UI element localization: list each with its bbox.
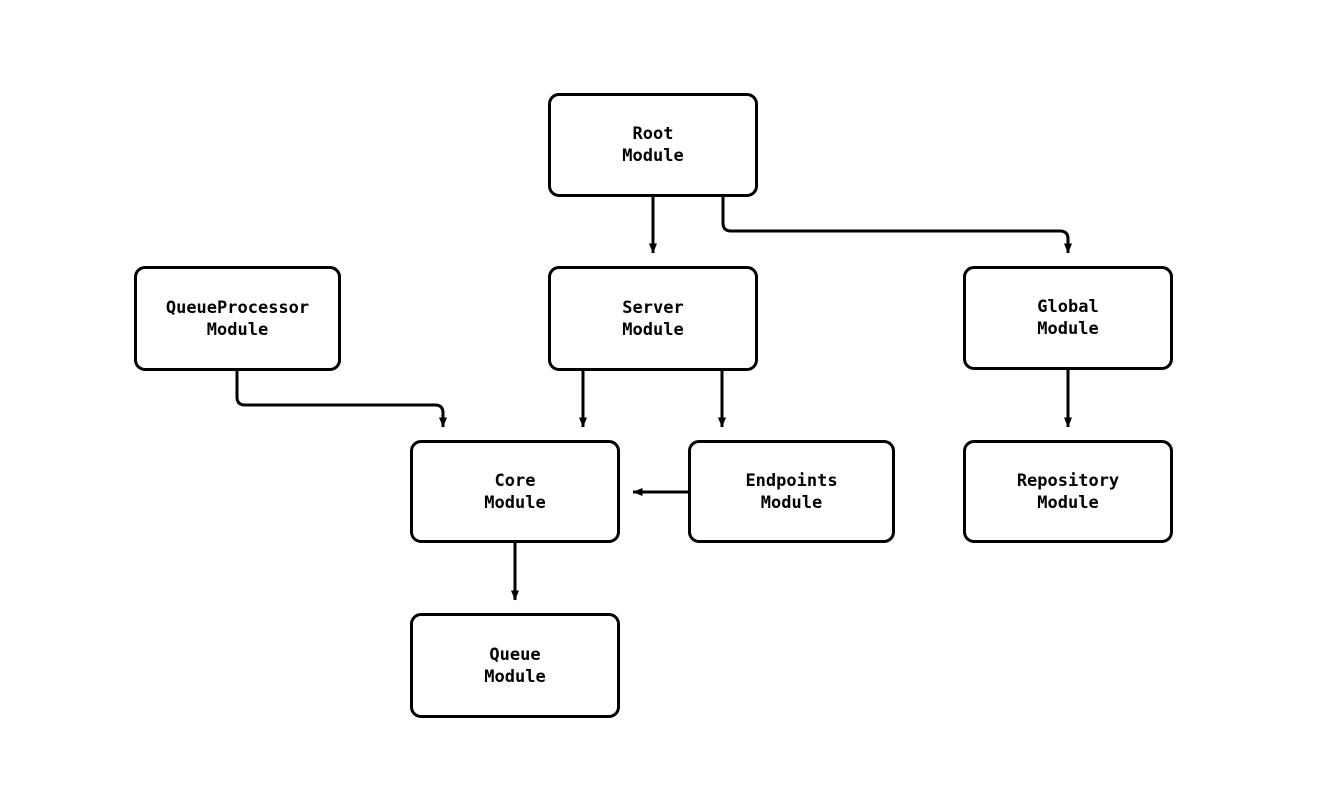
node-queue-module[interactable]: Queue Module [410, 613, 620, 718]
node-root-module-label: Root Module [622, 124, 684, 166]
node-queue-module-label: Queue Module [484, 644, 546, 687]
edge-root-global [721, 197, 1072, 254]
node-root-module[interactable]: Root Module [548, 93, 758, 197]
node-repository-module[interactable]: Repository Module [963, 440, 1173, 543]
node-core-module-label: Core Module [484, 470, 546, 513]
node-server-module[interactable]: Server Module [548, 266, 758, 371]
node-core-module[interactable]: Core Module [410, 440, 620, 543]
node-global-module-label: Global Module [1037, 297, 1099, 339]
node-queueprocessor-module-label: QueueProcessor Module [165, 297, 310, 340]
node-queueprocessor-module[interactable]: QueueProcessor Module [134, 266, 341, 371]
node-endpoints-module[interactable]: Endpoints Module [688, 440, 895, 543]
node-repository-module-label: Repository Module [1016, 470, 1120, 513]
edge-queueprocessor-core [235, 371, 447, 428]
node-endpoints-module-label: Endpoints Module [745, 470, 838, 513]
node-server-module-label: Server Module [622, 297, 684, 340]
node-global-module[interactable]: Global Module [963, 266, 1173, 370]
